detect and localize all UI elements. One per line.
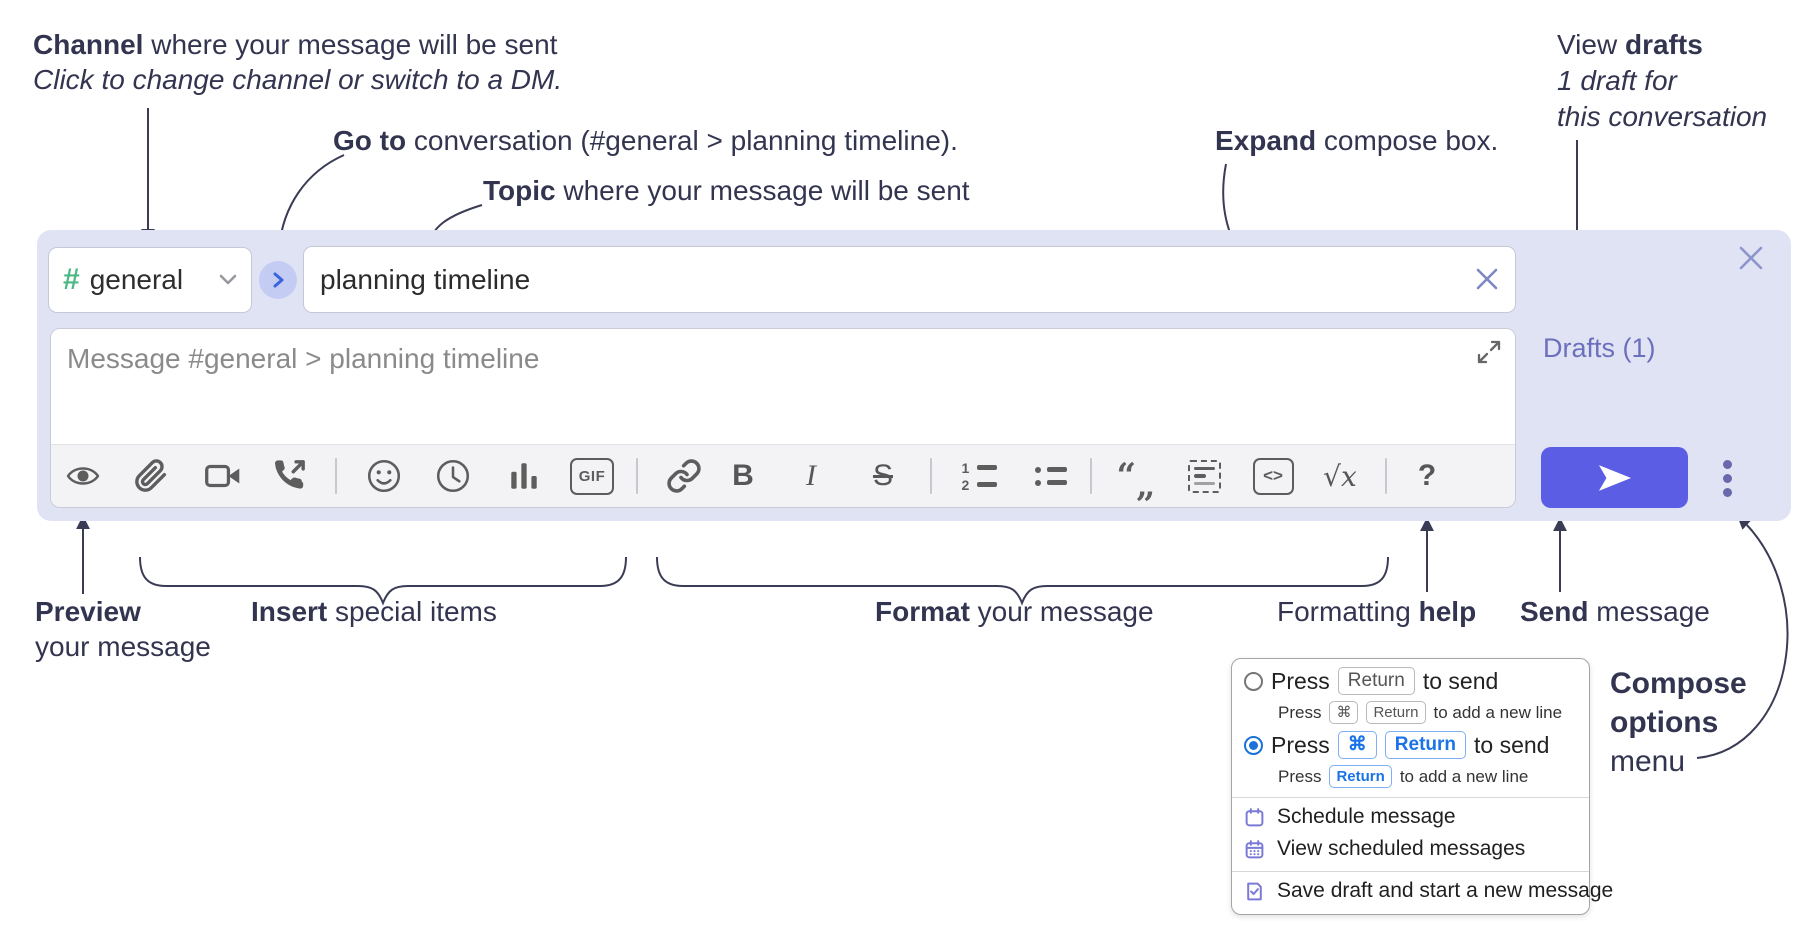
expand-compose-icon[interactable] — [1476, 339, 1502, 365]
key-chip: Return — [1337, 667, 1415, 695]
topic-field-wrap — [303, 246, 1516, 313]
view-scheduled-messages-item[interactable]: View scheduled messages — [1244, 837, 1525, 861]
radio-selected-icon[interactable] — [1244, 735, 1263, 755]
calendar-grid-icon — [1245, 839, 1264, 858]
attach-file-icon[interactable] — [129, 454, 173, 498]
numbered-list-icon[interactable]: 1 2 — [957, 454, 1001, 498]
toolbar-divider — [636, 458, 638, 494]
send-option-cmd-return-subtext: Press Return to add a new line — [1278, 765, 1528, 788]
message-input[interactable] — [51, 329, 1515, 441]
spoiler-icon[interactable] — [1182, 454, 1226, 498]
key-chip: Return — [1329, 765, 1392, 788]
emoji-icon[interactable] — [362, 454, 406, 498]
toolbar-divider — [1090, 458, 1092, 494]
ellipsis-dot — [1722, 487, 1732, 497]
go-to-conversation-button[interactable] — [259, 261, 297, 299]
send-option-return[interactable]: Press Return to send — [1244, 667, 1498, 695]
clear-topic-icon[interactable] — [1474, 266, 1500, 292]
key-chip: ⌘ — [1329, 701, 1359, 724]
send-option-return-subtext: Press ⌘ Return to add a new line — [1278, 701, 1562, 724]
popup-divider — [1232, 797, 1589, 798]
compose-toolbar: GIF B I S — [51, 444, 1515, 507]
preview-annotation: Preview your message — [35, 596, 211, 662]
strikethrough-icon[interactable]: S — [872, 459, 893, 492]
italic-icon[interactable]: I — [806, 459, 816, 492]
view-drafts-annotation: View drafts 1 draft for this conversatio… — [1557, 29, 1768, 132]
bulleted-list-icon[interactable] — [1029, 454, 1073, 498]
message-box: GIF B I S — [50, 328, 1516, 508]
quote-icon[interactable]: “„ — [1116, 456, 1156, 506]
compose-options-annotation: Compose options menu — [1610, 667, 1747, 778]
preview-eye-icon[interactable] — [61, 454, 105, 498]
popup-divider — [1232, 871, 1589, 872]
drafts-link[interactable]: Drafts (1) — [1543, 333, 1656, 363]
close-compose-icon[interactable] — [1735, 242, 1767, 274]
chevron-right-icon — [273, 272, 284, 288]
ellipsis-dot — [1722, 459, 1732, 469]
save-draft-item[interactable]: Save draft and start a new message — [1244, 879, 1613, 903]
schedule-message-item[interactable]: Schedule message — [1244, 805, 1456, 829]
chevron-down-icon — [219, 274, 237, 285]
channel-name: general — [89, 264, 184, 295]
send-option-cmd-return[interactable]: Press ⌘ Return to send — [1244, 731, 1549, 759]
poll-icon[interactable] — [502, 454, 546, 498]
compose-box: # general — [37, 230, 1791, 521]
expand-annotation: Expand compose box. — [1215, 125, 1499, 156]
channel-selector-button[interactable]: # general — [48, 247, 252, 313]
insert-annotation: Insert special items — [251, 596, 497, 627]
toolbar-divider — [930, 458, 932, 494]
voice-call-icon[interactable] — [267, 454, 311, 498]
key-chip: ⌘ — [1337, 731, 1377, 759]
compose-options-popup: Press Return to send Press ⌘ Return to a… — [1231, 658, 1613, 915]
video-call-icon[interactable] — [201, 454, 245, 498]
send-annotation: Send message — [1520, 596, 1710, 627]
toolbar-divider — [1385, 458, 1387, 494]
toolbar-divider — [335, 458, 337, 494]
paper-plane-icon — [1598, 464, 1631, 491]
math-icon[interactable]: √x — [1323, 459, 1357, 493]
key-chip: Return — [1366, 701, 1426, 724]
save-draft-icon — [1247, 882, 1262, 900]
send-button[interactable] — [1541, 447, 1688, 508]
channel-hash-icon: # — [63, 263, 80, 296]
formatting-help-icon[interactable]: ? — [1417, 459, 1437, 492]
topic-annotation: Topic where your message will be sent — [483, 175, 970, 206]
code-icon[interactable]: <> — [1251, 454, 1295, 498]
goto-annotation: Go to conversation (#general > planning … — [333, 125, 958, 156]
gif-icon[interactable]: GIF — [570, 454, 614, 498]
link-icon[interactable] — [662, 454, 706, 498]
ellipsis-dot — [1722, 473, 1732, 483]
schedule-clock-icon[interactable] — [431, 454, 475, 498]
topic-input[interactable] — [303, 246, 1516, 313]
radio-unselected-icon[interactable] — [1244, 671, 1263, 691]
formatting-help-annotation: Formatting help — [1277, 596, 1477, 627]
compose-options-menu-button[interactable] — [1718, 458, 1736, 498]
calendar-icon — [1245, 807, 1264, 826]
channel-annotation: Channel where your message will be sent … — [33, 29, 563, 95]
key-chip: Return — [1384, 731, 1467, 759]
bold-icon[interactable]: B — [732, 459, 754, 492]
format-annotation: Format your message — [875, 596, 1154, 627]
